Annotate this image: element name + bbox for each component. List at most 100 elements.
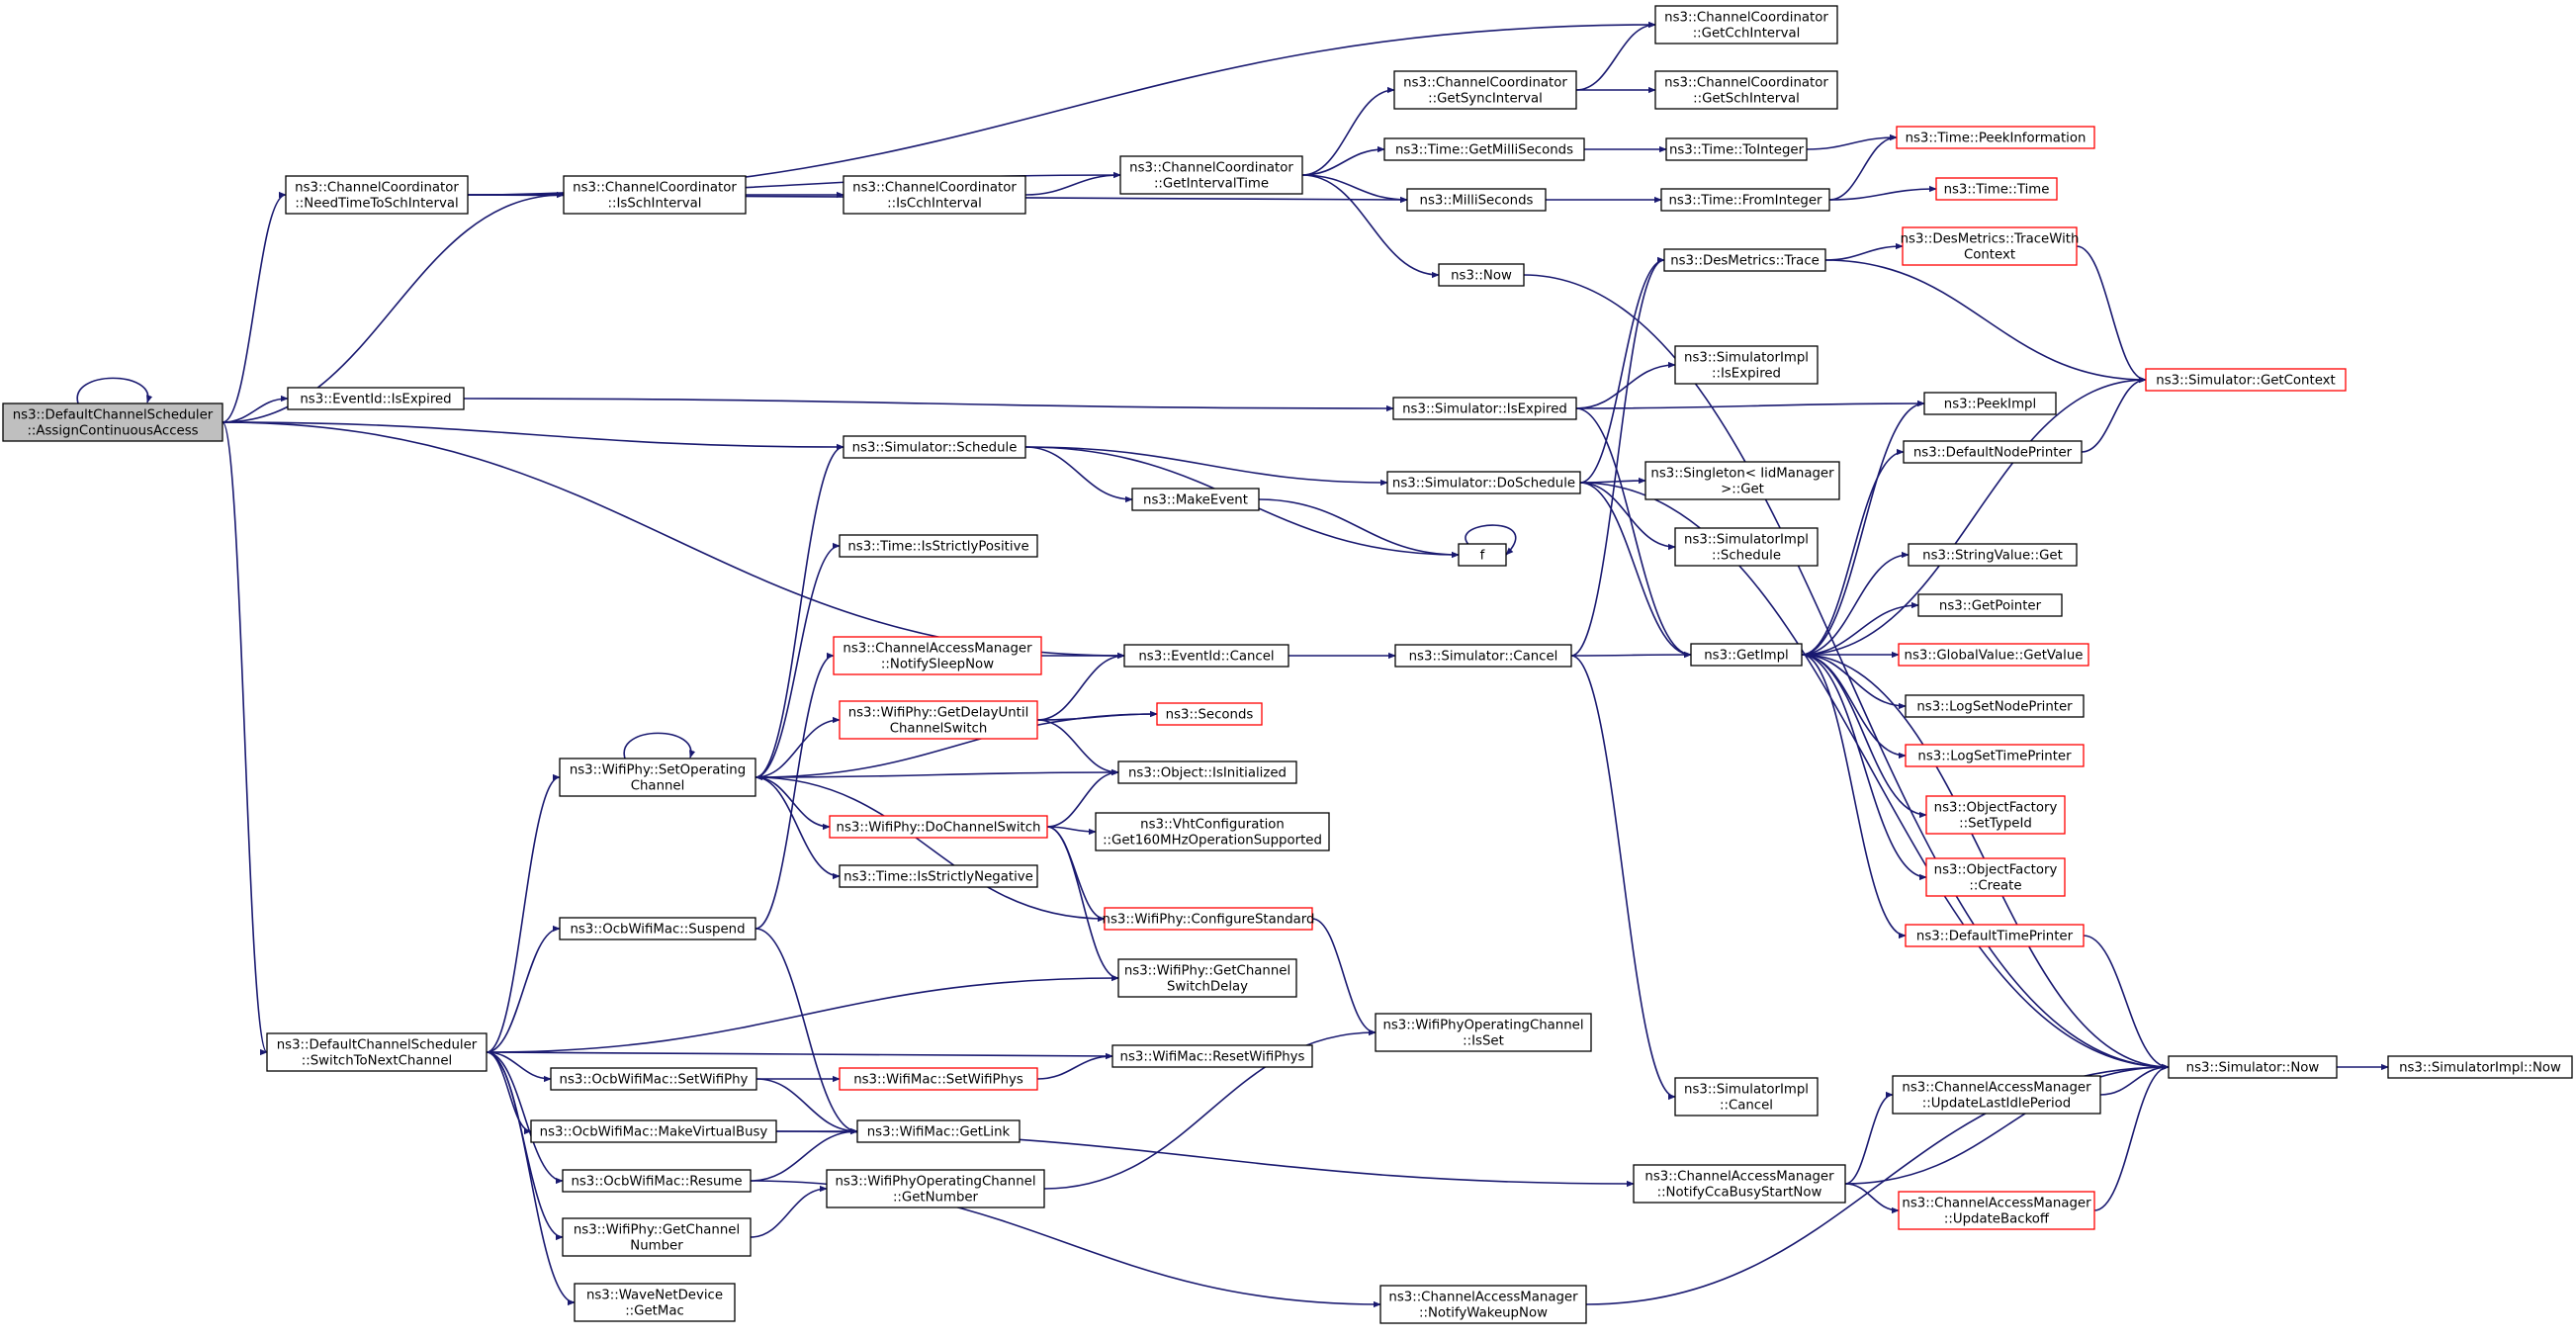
node-timeisstrictneg[interactable]: ns3::Time::IsStrictlyNegative — [839, 864, 1038, 888]
node-ocbsuspend[interactable]: ns3::OcbWifiMac::Suspend — [559, 917, 756, 940]
node-box[interactable] — [839, 1067, 1038, 1091]
node-box[interactable] — [826, 1169, 1045, 1208]
node-box[interactable] — [2, 402, 223, 442]
node-box[interactable] — [1903, 440, 2083, 464]
node-timeisstrictpos[interactable]: ns3::Time::IsStrictlyPositive — [839, 534, 1038, 558]
node-box[interactable] — [1902, 226, 2078, 266]
node-peekimpl[interactable]: ns3::PeekImpl — [1923, 392, 2057, 415]
node-box[interactable] — [1379, 1285, 1587, 1324]
node-camnotifysleep[interactable]: ns3::ChannelAccessManager::NotifySleepNo… — [833, 636, 1042, 675]
node-box[interactable] — [1896, 126, 2095, 149]
node-box[interactable] — [1660, 188, 1830, 212]
node-desmetricstrace[interactable]: ns3::DesMetrics::Trace — [1663, 248, 1826, 272]
node-simgetctx[interactable]: ns3::Simulator::GetContext — [2145, 368, 2347, 392]
node-box[interactable] — [266, 1032, 488, 1072]
node-box[interactable] — [1131, 488, 1260, 511]
node-box[interactable] — [1458, 543, 1507, 567]
node-box[interactable] — [839, 864, 1038, 888]
node-box[interactable] — [1123, 644, 1289, 668]
node-box[interactable] — [1117, 958, 1297, 998]
node-getpointer[interactable]: ns3::GetPointer — [1917, 593, 2063, 617]
node-box[interactable] — [562, 1217, 752, 1257]
node-getcchint[interactable]: ns3::ChannelCoordinator::GetCchInterval — [1654, 5, 1838, 45]
node-simimplisexp[interactable]: ns3::SimulatorImpl::IsExpired — [1674, 345, 1819, 385]
node-box[interactable] — [1905, 744, 2085, 767]
node-box[interactable] — [574, 1283, 736, 1322]
node-root[interactable]: ns3::DefaultChannelScheduler::AssignCont… — [2, 402, 223, 442]
node-box[interactable] — [550, 1067, 757, 1091]
node-ocbresume[interactable]: ns3::OcbWifiMac::Resume — [562, 1169, 752, 1193]
node-peekinfo[interactable]: ns3::Time::PeekInformation — [1896, 126, 2095, 149]
node-box[interactable] — [1905, 924, 2085, 947]
node-simnow[interactable]: ns3::Simulator::Now — [2168, 1055, 2338, 1079]
node-box[interactable] — [1917, 593, 2063, 617]
node-simisexp[interactable]: ns3::Simulator::IsExpired — [1392, 397, 1577, 420]
node-makeevent[interactable]: ns3::MakeEvent — [1131, 488, 1260, 511]
node-needtime[interactable]: ns3::ChannelCoordinator::NeedTimeToSchIn… — [285, 175, 469, 215]
node-box[interactable] — [1633, 1164, 1846, 1204]
node-wifimacgetlink[interactable]: ns3::WifiMac::GetLink — [856, 1119, 1021, 1143]
node-box[interactable] — [1375, 1013, 1592, 1052]
node-singletonget[interactable]: ns3::Singleton< IidManager>::Get — [1644, 461, 1840, 500]
node-frominteger[interactable]: ns3::Time::FromInteger — [1660, 188, 1830, 212]
node-box[interactable] — [559, 758, 756, 797]
node-box[interactable] — [1383, 137, 1585, 161]
node-box[interactable] — [1392, 397, 1577, 420]
node-seconds[interactable]: ns3::Seconds — [1156, 702, 1263, 726]
node-configstd[interactable]: ns3::WifiPhy::ConfigureStandard — [1103, 907, 1315, 931]
node-getsyncint[interactable]: ns3::ChannelCoordinator::GetSyncInterval — [1393, 70, 1577, 110]
node-box[interactable] — [1111, 1044, 1313, 1068]
node-getinttime[interactable]: ns3::ChannelCoordinator::GetIntervalTime — [1119, 155, 1303, 195]
node-getimpl[interactable]: ns3::GetImpl — [1690, 643, 1803, 667]
node-box[interactable] — [1406, 188, 1547, 212]
node-box[interactable] — [829, 815, 1048, 839]
node-logsetnode[interactable]: ns3::LogSetNodePrinter — [1905, 694, 2085, 718]
node-tointeger[interactable]: ns3::Time::ToInteger — [1665, 137, 1808, 161]
node-box[interactable] — [1925, 857, 2066, 897]
node-globalvalueget[interactable]: ns3::GlobalValue::GetValue — [1898, 643, 2089, 667]
node-box[interactable] — [1674, 345, 1819, 385]
node-simcancel[interactable]: ns3::Simulator::Cancel — [1394, 644, 1572, 668]
node-now[interactable]: ns3::Now — [1438, 263, 1525, 287]
node-defnodeprinter[interactable]: ns3::DefaultNodePrinter — [1903, 440, 2083, 464]
node-objisinit[interactable]: ns3::Object::IsInitialized — [1117, 760, 1297, 784]
node-box[interactable] — [1393, 70, 1577, 110]
node-box[interactable] — [1644, 461, 1840, 500]
node-logsettime[interactable]: ns3::LogSetTimePrinter — [1905, 744, 2085, 767]
node-box[interactable] — [1935, 177, 2058, 201]
node-box[interactable] — [843, 175, 1026, 215]
node-box[interactable] — [1654, 5, 1838, 45]
node-box[interactable] — [562, 1169, 752, 1193]
node-box[interactable] — [1665, 137, 1808, 161]
node-eventidcancel[interactable]: ns3::EventId::Cancel — [1123, 644, 1289, 668]
node-box[interactable] — [530, 1119, 777, 1143]
node-box[interactable] — [1438, 263, 1525, 287]
node-box[interactable] — [559, 917, 756, 940]
node-box[interactable] — [1898, 643, 2089, 667]
node-box[interactable] — [839, 534, 1038, 558]
node-camnotifycca[interactable]: ns3::ChannelAccessManager::NotifyCcaBusy… — [1633, 1164, 1846, 1204]
node-box[interactable] — [1898, 1191, 2095, 1230]
node-box[interactable] — [839, 700, 1038, 740]
node-box[interactable] — [1674, 527, 1819, 567]
node-simdoschedule[interactable]: ns3::Simulator::DoSchedule — [1386, 471, 1581, 494]
node-box[interactable] — [1156, 702, 1263, 726]
node-wifiopisset[interactable]: ns3::WifiPhyOperatingChannel::IsSet — [1375, 1013, 1592, 1052]
node-timetime[interactable]: ns3::Time::Time — [1935, 177, 2058, 201]
node-stringvalueget[interactable]: ns3::StringValue::Get — [1908, 543, 2078, 567]
node-getmilli[interactable]: ns3::Time::GetMilliSeconds — [1383, 137, 1585, 161]
node-iscchint[interactable]: ns3::ChannelCoordinator::IsCchInterval — [843, 175, 1026, 215]
node-camnotifywakeup[interactable]: ns3::ChannelAccessManager::NotifyWakeupN… — [1379, 1285, 1587, 1324]
node-box[interactable] — [1394, 644, 1572, 668]
node-box[interactable] — [1923, 392, 2057, 415]
node-simimplnow[interactable]: ns3::SimulatorImpl::Now — [2387, 1055, 2573, 1079]
node-box[interactable] — [1690, 643, 1803, 667]
node-box[interactable] — [856, 1119, 1021, 1143]
node-box[interactable] — [1654, 70, 1838, 110]
node-camupdateidle[interactable]: ns3::ChannelAccessManager::UpdateLastIdl… — [1892, 1075, 2101, 1115]
node-dochanswitch[interactable]: ns3::WifiPhy::DoChannelSwitch — [829, 815, 1048, 839]
